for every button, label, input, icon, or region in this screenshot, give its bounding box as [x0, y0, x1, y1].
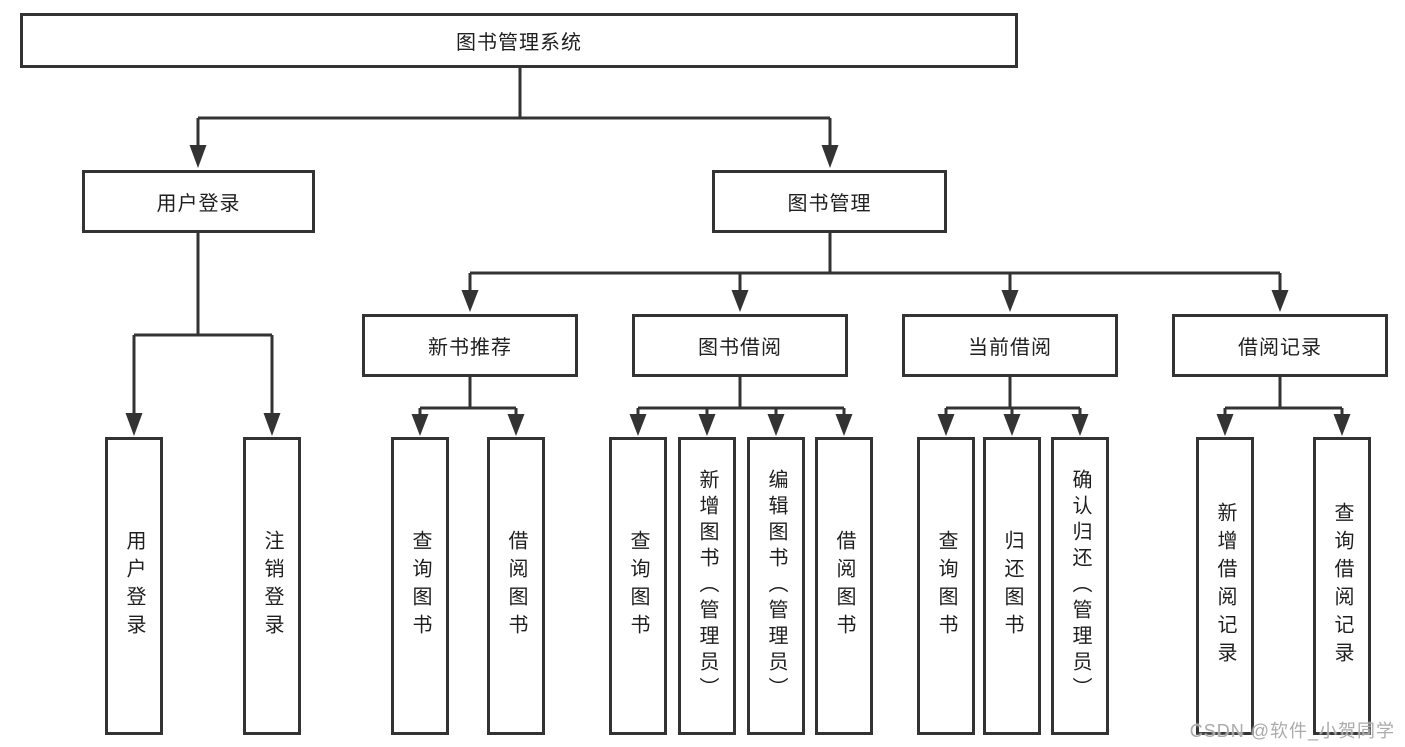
leaf-br-add-record: 新增借阅记录: [1196, 437, 1254, 735]
node-library-management-system: 图书管理系统: [20, 13, 1018, 68]
leaf-cb-query-books: 查询图书: [917, 437, 975, 735]
leaf-nbr-query-books: 查询图书: [391, 437, 449, 735]
node-current-borrow: 当前借阅: [902, 314, 1118, 377]
leaf-user-login: 用户登录: [105, 437, 163, 735]
node-borrow-records: 借阅记录: [1172, 314, 1388, 377]
leaf-bb-edit-books-admin: 编辑图书（管理员）: [747, 437, 805, 735]
leaf-br-query-record: 查询借阅记录: [1313, 437, 1371, 735]
csdn-watermark: CSDN @软件_小贺同学: [1189, 721, 1395, 741]
node-book-management: 图书管理: [712, 170, 947, 233]
leaf-cb-confirm-return-admin: 确认归还（管理员）: [1051, 437, 1109, 735]
leaf-bb-query-books: 查询图书: [609, 437, 667, 735]
leaf-bb-add-books-admin: 新增图书（管理员）: [678, 437, 736, 735]
node-user-login: 用户登录: [82, 170, 315, 233]
node-new-book-recommend: 新书推荐: [362, 314, 578, 377]
leaf-cb-return-books: 归还图书: [983, 437, 1041, 735]
leaf-nbr-borrow-books: 借阅图书: [487, 437, 545, 735]
leaf-logout-login: 注销登录: [243, 437, 301, 735]
node-book-borrow: 图书借阅: [632, 314, 848, 377]
leaf-bb-borrow-books: 借阅图书: [815, 437, 873, 735]
